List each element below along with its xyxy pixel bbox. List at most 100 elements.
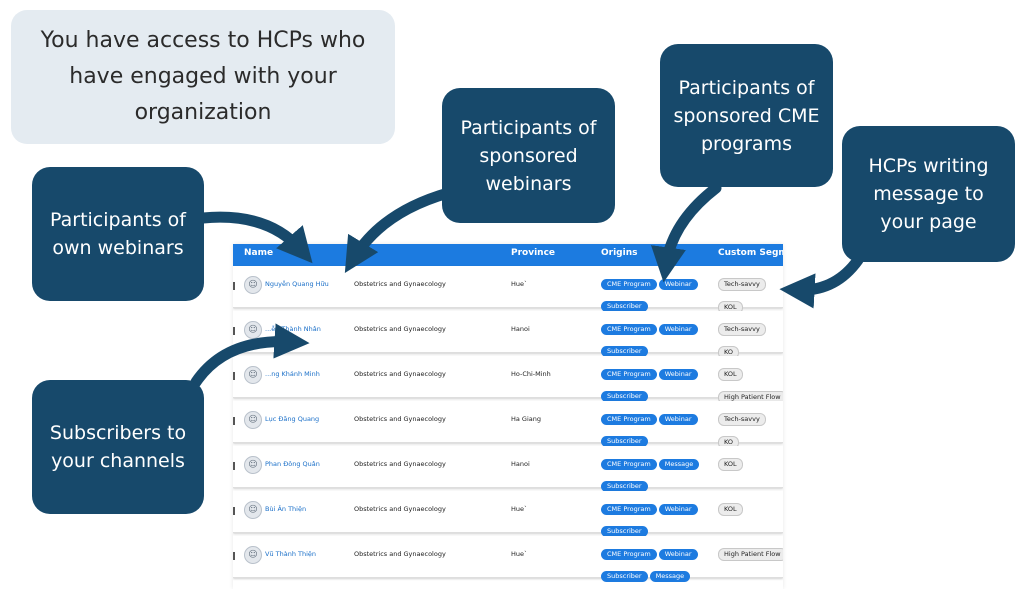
- origin-chip[interactable]: CME Program: [601, 279, 657, 290]
- table-row[interactable]: ☺Phan Đông Quân Obstetrics and Gynaecolog…: [233, 446, 783, 492]
- table-row[interactable]: ☺...ng Khánh Minh Obstetrics and Gynaecol…: [233, 356, 783, 404]
- origin-chip[interactable]: Subscriber: [601, 526, 648, 537]
- segment-tag[interactable]: Tech-savvy: [718, 413, 766, 426]
- segments-cell: Tech-savvyKO: [718, 316, 783, 362]
- table-row[interactable]: ☺...ễn Thành Nhân Obstetrics and Gynaecol…: [233, 311, 783, 359]
- origin-chip[interactable]: Message: [649, 571, 691, 582]
- origin-chip[interactable]: Webinar: [658, 279, 698, 290]
- origin-chip[interactable]: Subscriber: [601, 481, 648, 492]
- callout-sponsored-webinars-text: Participants of sponsored webinars: [460, 116, 597, 195]
- person-icon: ☺: [244, 366, 262, 384]
- segments-cell: KOL: [718, 496, 783, 519]
- specialty-cell: Obstetrics and Gynaecology: [354, 280, 446, 288]
- hcp-name-link[interactable]: Lục Đăng Quang: [265, 415, 320, 423]
- origin-chip[interactable]: Subscriber: [601, 391, 648, 402]
- person-icon: ☺: [244, 321, 262, 339]
- column-header-name[interactable]: Name: [244, 248, 274, 258]
- segment-tag[interactable]: KOL: [718, 503, 743, 516]
- origin-chip[interactable]: CME Program: [601, 459, 657, 470]
- origin-chip[interactable]: Webinar: [658, 414, 698, 425]
- origin-chip[interactable]: Webinar: [658, 549, 698, 560]
- specialty-cell: Obstetrics and Gynaecology: [354, 370, 446, 378]
- hcp-name-link[interactable]: ...ng Khánh Minh: [265, 370, 320, 378]
- person-icon: ☺: [244, 501, 262, 519]
- specialty-cell: Obstetrics and Gynaecology: [354, 460, 446, 468]
- origin-chip[interactable]: Subscriber: [601, 346, 648, 357]
- origin-chip[interactable]: Subscriber: [601, 571, 648, 582]
- origin-chip[interactable]: CME Program: [601, 369, 657, 380]
- segment-tag[interactable]: KOL: [718, 458, 743, 471]
- row-marker: [233, 462, 235, 470]
- segment-tag[interactable]: Tech-savvy: [718, 323, 766, 336]
- column-header-segments[interactable]: Custom Segments: [718, 248, 783, 258]
- origin-chip[interactable]: CME Program: [601, 414, 657, 425]
- hcp-name-link[interactable]: ...ễn Thành Nhân: [265, 325, 321, 333]
- province-cell: Hue`: [511, 505, 528, 513]
- specialty-cell: Obstetrics and Gynaecology: [354, 415, 446, 423]
- arrow-hcp-messages: [779, 254, 864, 309]
- segment-tag[interactable]: High Patient Flow: [718, 548, 783, 561]
- origin-chip[interactable]: Webinar: [658, 369, 698, 380]
- origin-chip[interactable]: Subscriber: [601, 436, 648, 447]
- origin-chip[interactable]: Webinar: [658, 504, 698, 515]
- row-marker: [233, 507, 235, 515]
- column-header-province[interactable]: Province: [511, 248, 556, 258]
- province-cell: Hanoi: [511, 325, 530, 333]
- origin-chip[interactable]: CME Program: [601, 324, 657, 335]
- hcp-table: Name Sp Province Origins Custom Segments…: [233, 244, 783, 589]
- table-row[interactable]: ☺Lục Đăng Quang Obstetrics and Gynaecolog…: [233, 401, 783, 449]
- segments-cell: High Patient Flow: [718, 541, 783, 564]
- origin-chip[interactable]: Message: [658, 459, 700, 470]
- callout-sponsored-cme-text: Participants of sponsored CME programs: [673, 76, 820, 155]
- callout-hcp-messages: HCPs writing message to your page: [842, 126, 1015, 262]
- person-icon: ☺: [244, 546, 262, 564]
- row-marker: [233, 417, 235, 425]
- specialty-cell: Obstetrics and Gynaecology: [354, 505, 446, 513]
- callout-sponsored-webinars: Participants of sponsored webinars: [442, 88, 615, 223]
- column-header-origins[interactable]: Origins: [601, 248, 638, 258]
- row-marker: [233, 327, 235, 335]
- person-icon: ☺: [244, 411, 262, 429]
- headline-text: You have access to HCPs who have engaged…: [40, 28, 366, 125]
- callout-subscribers: Subscribers to your channels: [32, 380, 204, 514]
- row-marker: [233, 282, 235, 290]
- table-row[interactable]: ☺Bùi Ân Thiện Obstetrics and Gynaecology H…: [233, 491, 783, 537]
- person-icon: ☺: [244, 456, 262, 474]
- callout-own-webinars: Participants of own webinars: [32, 167, 204, 301]
- segment-tag[interactable]: KOL: [718, 368, 743, 381]
- table-row[interactable]: ☺Vũ Thành Thiện Obstetrics and Gynaecolog…: [233, 536, 783, 582]
- province-cell: Ho-Chi-Minh: [511, 370, 551, 378]
- hcp-name-link[interactable]: Phan Đông Quân: [265, 460, 320, 468]
- province-cell: Ha Giang: [511, 415, 542, 423]
- table-header: Name Sp Province Origins Custom Segments: [233, 244, 783, 266]
- row-marker: [233, 552, 235, 560]
- hcp-name-link[interactable]: Vũ Thành Thiện: [265, 550, 317, 558]
- province-cell: Hue`: [511, 550, 528, 558]
- origin-chip[interactable]: Webinar: [658, 324, 698, 335]
- column-header-specialty[interactable]: Sp: [354, 248, 367, 258]
- hcp-name-link[interactable]: Bùi Ân Thiện: [265, 505, 307, 513]
- hcp-name-link[interactable]: Nguyễn Quang Hữu: [265, 280, 329, 288]
- callout-subscribers-text: Subscribers to your channels: [49, 422, 187, 472]
- segments-cell: Tech-savvyKO: [718, 406, 783, 452]
- callout-own-webinars-text: Participants of own webinars: [50, 209, 186, 259]
- origin-chip[interactable]: CME Program: [601, 504, 657, 515]
- origin-chip[interactable]: Subscriber: [601, 301, 648, 312]
- specialty-cell: Obstetrics and Gynaecology: [354, 550, 446, 558]
- headline-box: You have access to HCPs who have engaged…: [11, 10, 395, 144]
- segment-tag[interactable]: Tech-savvy: [718, 278, 766, 291]
- person-icon: ☺: [244, 276, 262, 294]
- province-cell: Hue`: [511, 280, 528, 288]
- origin-chip[interactable]: CME Program: [601, 549, 657, 560]
- specialty-cell: Obstetrics and Gynaecology: [354, 325, 446, 333]
- row-marker: [233, 372, 235, 380]
